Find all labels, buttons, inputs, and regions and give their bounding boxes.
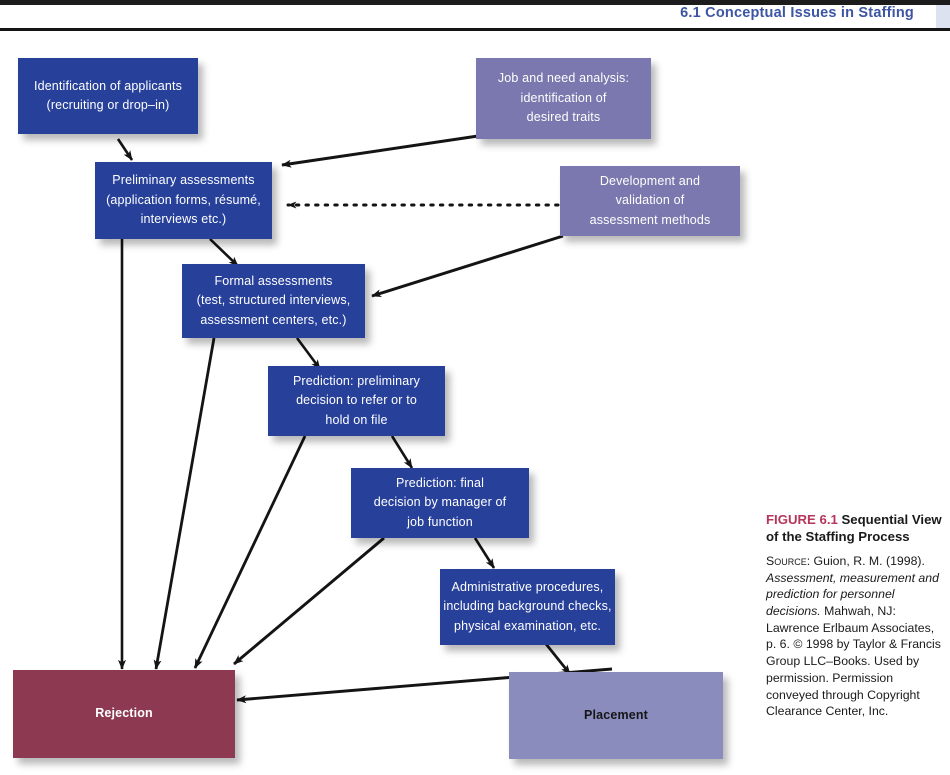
node-rejection[interactable]: Rejection (13, 670, 235, 758)
caption-source-italic: Assessment, measurement and prediction f… (766, 570, 939, 618)
node-line: Identification of applicants (33, 78, 183, 93)
node-development-and-validation[interactable]: Development and validation of assessment… (560, 166, 740, 236)
caption-title-text: Sequential View of the Staffing Process (766, 512, 942, 545)
caption-source-part1: Guion, R. M. (1998). (810, 553, 925, 568)
edge-preliminary-to-formal (209, 238, 239, 267)
figure-caption: FIGURE 6.1 Sequential View of the Staffi… (766, 511, 944, 720)
node-line: validation of (615, 193, 685, 208)
caption-figure-number: FIGURE 6.1 (766, 512, 838, 527)
node-line: Rejection (95, 706, 153, 721)
node-line: hold on file (325, 412, 388, 427)
node-job-and-need-analysis[interactable]: Job and need analysis: identification of… (476, 58, 651, 139)
node-line: Placement (584, 707, 648, 722)
node-administrative-procedures[interactable]: Administrative procedures, including bac… (440, 569, 615, 645)
node-line: physical examination, etc. (453, 618, 602, 633)
caption-source-part2: Mahwah, NJ: Lawrence Erlbaum Associates,… (766, 604, 941, 719)
node-line: assessment centers, etc.) (200, 312, 347, 327)
caption-source-label: Source: (766, 553, 811, 568)
node-line: Development and (599, 173, 701, 188)
header-background (0, 5, 950, 29)
node-line: interviews etc.) (140, 212, 227, 227)
edge-formal-to-rejection (153, 337, 216, 670)
node-line: (recruiting or drop–in) (46, 98, 170, 112)
edge-prediction-preliminary-to-rejection (193, 435, 307, 669)
edge-jobanalysis-to-preliminary (281, 134, 479, 168)
edge-prediction-final-to-rejection (233, 536, 385, 666)
node-formal-assessments[interactable]: Formal assessments (test, structured int… (182, 264, 365, 338)
node-line: job function (407, 514, 473, 529)
node-line: decision to refer or to (296, 393, 417, 408)
running-head: 6.1 Conceptual Issues in Staffing (680, 5, 914, 21)
edge-prediction-final-to-administrative (473, 537, 496, 569)
node-identification-of-applicants[interactable]: Identification of applicants (recruiting… (18, 58, 198, 134)
node-preliminary-assessments[interactable]: Preliminary assessments (application for… (95, 162, 272, 239)
node-placement[interactable]: Placement (509, 672, 723, 759)
edge-identification-to-preliminary (116, 138, 134, 161)
node-line: Job and need analysis: (497, 71, 630, 86)
caption-title-line: FIGURE 6.1 Sequential View of the Staffi… (766, 511, 944, 546)
node-line: Prediction: preliminary (292, 373, 421, 388)
node-line: Preliminary assessments (112, 173, 255, 188)
node-line: Formal assessments (214, 273, 333, 288)
node-line: decision by manager of (373, 495, 507, 510)
diagram-canvas: preliminary assessments (dotted) --> (0, 31, 950, 775)
node-prediction-preliminary[interactable]: Prediction: preliminary decision to refe… (268, 366, 445, 436)
page-top-bar (0, 0, 950, 5)
edge-prediction-preliminary-to-final (390, 435, 414, 469)
node-line: (test, structured interviews, (196, 293, 351, 308)
node-line: Administrative procedures, (451, 579, 604, 594)
node-line: assessment methods (589, 212, 711, 227)
caption-source: Source: Guion, R. M. (1998). Assessment,… (766, 553, 944, 720)
node-line: desired traits (526, 110, 601, 125)
node-line: identification of (520, 90, 607, 105)
node-line: including background checks, (443, 599, 612, 614)
node-line: (application forms, résumé, (106, 192, 261, 207)
header-rule (0, 28, 950, 31)
edge-development-to-formal (371, 234, 564, 298)
edge-formal-to-prediction-preliminary (295, 337, 322, 370)
edge-administrative-to-placement (544, 643, 572, 675)
node-prediction-final[interactable]: Prediction: final decision by manager of… (351, 468, 529, 538)
node-line: Prediction: final (395, 475, 484, 490)
